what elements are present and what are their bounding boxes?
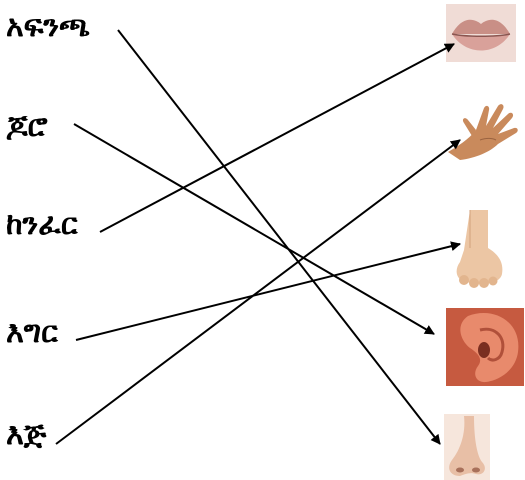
word-hand: እጅ xyxy=(6,417,47,452)
arrow-hand-to-hand-picture xyxy=(55,139,461,445)
foot-picture xyxy=(452,208,506,288)
word-foot: እግር xyxy=(6,315,58,350)
arrow-foot-to-foot-picture xyxy=(75,241,461,341)
arrow-nose-to-nose-picture xyxy=(117,29,441,445)
hand-icon xyxy=(448,104,518,160)
nose-icon xyxy=(444,414,490,480)
arrow-lips-to-lips-picture xyxy=(99,43,455,233)
word-ear: ጆሮ xyxy=(6,109,48,144)
nose-picture xyxy=(444,414,490,480)
word-lips: ከንፈር xyxy=(6,207,78,242)
ear-icon xyxy=(446,308,524,386)
hand-picture xyxy=(446,100,522,166)
arrow-ear-to-ear-picture xyxy=(73,123,435,335)
foot-icon xyxy=(456,210,503,288)
lips-picture xyxy=(446,4,516,62)
ear-picture xyxy=(446,308,524,386)
lips-icon xyxy=(446,4,516,62)
word-nose: አፍንጫ xyxy=(6,9,91,44)
